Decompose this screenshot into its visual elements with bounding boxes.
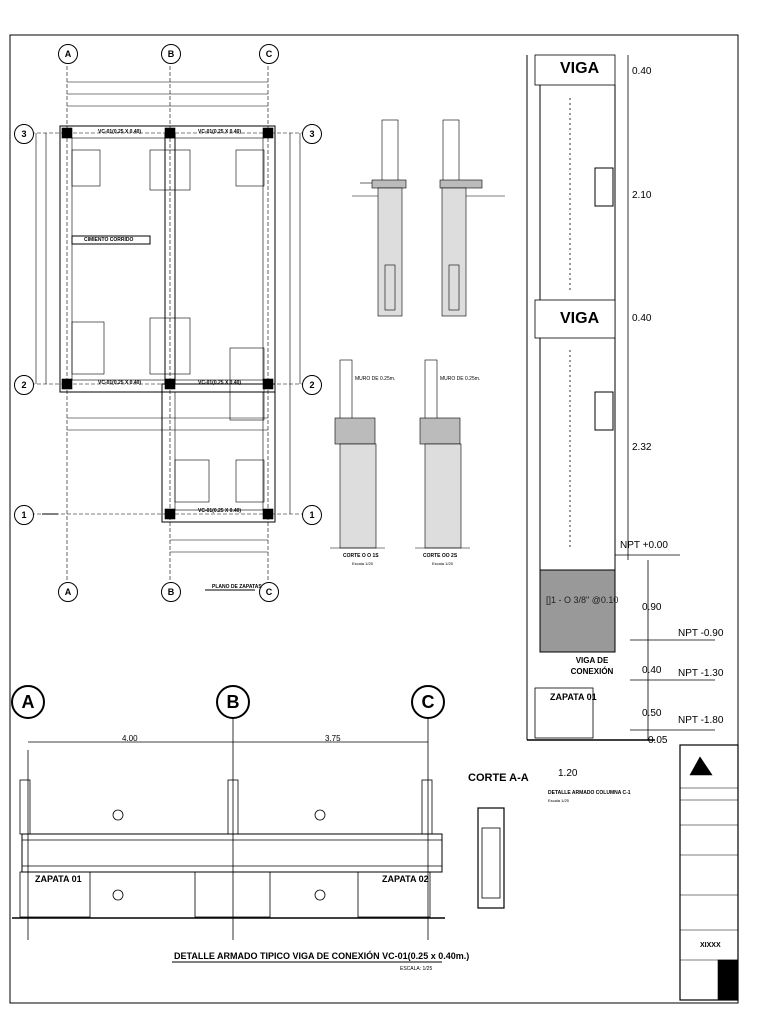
zapata-01-beam: ZAPATA 01: [35, 874, 82, 884]
viga-label-top: VIGA: [560, 60, 600, 77]
beam-detail-escala: ESCALA: 1/25: [400, 966, 433, 972]
section-details-upper: [352, 119, 505, 317]
sheet-code: XIXXX: [700, 942, 721, 949]
zapata-01-column: ZAPATA 01: [550, 692, 597, 702]
axis-bubble-a-top: A: [58, 44, 78, 64]
corte-2-escala: Escala 1/25: [432, 561, 453, 566]
column-detail-escala: Escala 1/25: [548, 798, 569, 803]
beam-label-mid-left: VC-01(0.25 X 0.40): [98, 380, 142, 386]
beam-dim-2: 3.75: [325, 734, 341, 743]
beam-detail: [12, 715, 445, 963]
column-detail-title: DETALLE ARMADO COLUMNA C-1: [548, 790, 631, 796]
beam-label-bottom: VC-01(0.25 X 0.40): [198, 508, 242, 514]
axis-bubble-b-beam: B: [216, 685, 250, 719]
dim-005: 0.05: [648, 735, 668, 746]
dim-090: 0.90: [642, 602, 662, 613]
zapata-02-beam: ZAPATA 02: [382, 874, 429, 884]
corte-1-title: CORTE O O 1S: [343, 553, 379, 559]
axis-bubble-a-beam: A: [11, 685, 45, 719]
npt-130: NPT -1.30: [678, 668, 724, 679]
axis-bubble-2-left: 2: [14, 375, 34, 395]
foundation-plan: [25, 60, 315, 591]
section-details-lower: [330, 359, 470, 549]
corte-aa-section: [477, 807, 505, 909]
npt-090: NPT -0.90: [678, 628, 724, 639]
axis-bubble-b-top: B: [161, 44, 181, 64]
beam-detail-title: DETALLE ARMADO TIPICO VIGA DE CONEXIÓN V…: [174, 951, 470, 961]
muro-label-1: MURO DE 0.25m.: [355, 376, 396, 382]
cimiento-corrido-label: CIMIENTO CORRIDO: [84, 237, 134, 243]
corte-aa-title: CORTE A-A: [468, 772, 529, 784]
plan-title: PLANO DE ZAPATAS: [212, 584, 262, 590]
beam-label-top-left: VC-01(0.25 X 0.40): [98, 129, 142, 135]
dim-120: 1.20: [558, 768, 578, 779]
sheet-border: [9, 34, 739, 1004]
viga-label-mid: VIGA: [560, 310, 600, 327]
axis-bubble-1-right: 1: [302, 505, 322, 525]
axis-bubble-c-beam: C: [411, 685, 445, 719]
beam-label-mid-right: VC-01(0.25 X 0.40): [198, 380, 242, 386]
axis-bubble-3-right: 3: [302, 124, 322, 144]
axis-bubble-1-left: 1: [14, 505, 34, 525]
muro-label-2: MURO DE 0.25m.: [440, 376, 481, 382]
dim-040-c: 0.40: [642, 665, 662, 676]
corte-2-title: CORTE OO 2S: [423, 553, 458, 559]
dim-040-a: 0.40: [632, 66, 652, 77]
npt-180: NPT -1.80: [678, 715, 724, 726]
dim-210: 2.10: [632, 190, 652, 201]
axis-bubble-b-bottom: B: [161, 582, 181, 602]
axis-bubble-a-bottom: A: [58, 582, 78, 602]
title-block: [679, 744, 739, 1001]
rebar-note: []1 - O 3/8" @0.10: [546, 595, 619, 605]
column-detail: [526, 54, 715, 741]
dim-040-b: 0.40: [632, 313, 652, 324]
beam-label-top-right: VC-01(0.25 X 0.40): [198, 129, 242, 135]
corte-1-escala: Escala 1/25: [352, 561, 373, 566]
axis-bubble-3-left: 3: [14, 124, 34, 144]
npt-000: NPT +0.00: [620, 540, 668, 551]
axis-bubble-2-right: 2: [302, 375, 322, 395]
dim-232: 2.32: [632, 442, 652, 453]
beam-dim-1: 4.00: [122, 734, 138, 743]
viga-conexion-label: VIGA DE CONEXIÓN: [570, 656, 614, 676]
dim-050: 0.50: [642, 708, 662, 719]
axis-bubble-c-top: C: [259, 44, 279, 64]
axis-bubble-c-bottom: C: [259, 582, 279, 602]
